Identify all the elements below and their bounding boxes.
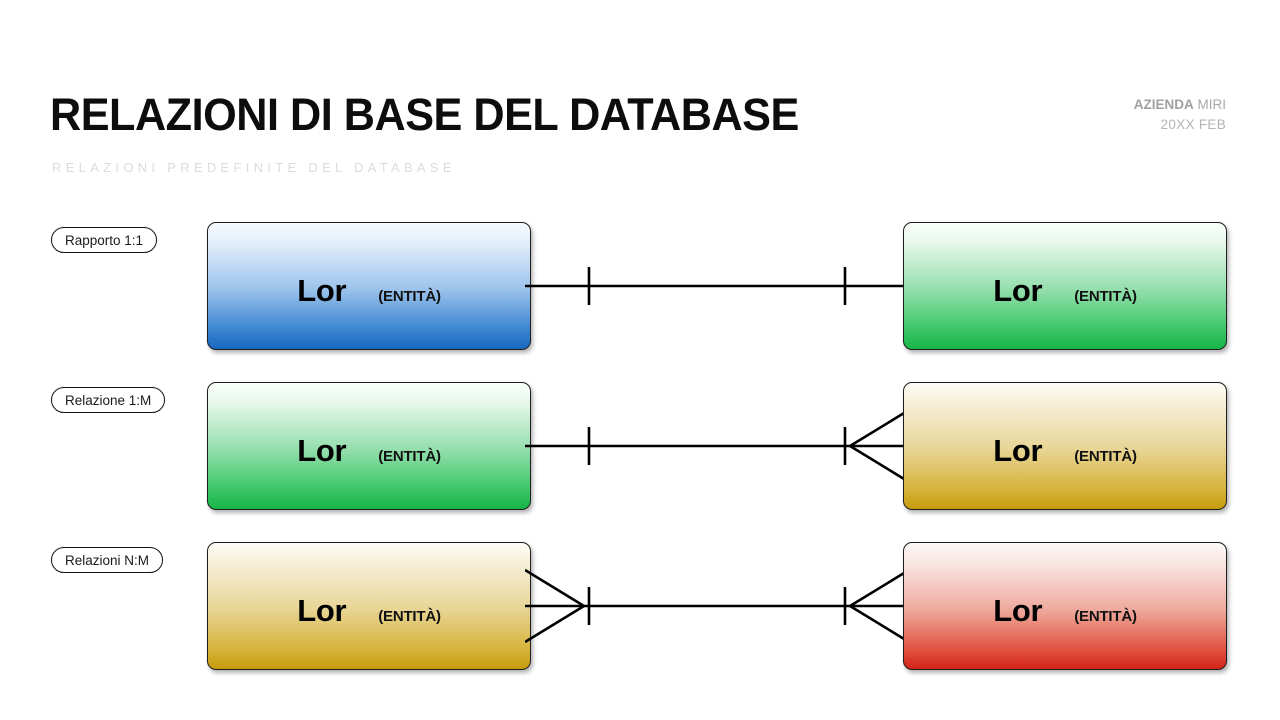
page-subtitle: RELAZIONI PREDEFINITE DEL DATABASE [52,160,456,175]
entity-name: Lor [993,593,1043,628]
entity-tag: (ENTITÀ) [1074,288,1137,305]
connector-n-m [525,568,909,644]
row-label-1-m[interactable]: Relazione 1:M [51,387,166,413]
entity-tag: (ENTITÀ) [1074,448,1137,465]
slide-meta: AZIENDA MIRI 20XX FEB [1134,95,1226,134]
meta-company-strong: AZIENDA [1133,97,1194,112]
entity-name: Lor [297,273,347,308]
entity-tag: (ENTITÀ) [378,608,441,625]
meta-company: AZIENDA MIRI [1134,95,1226,115]
entity-tag: (ENTITÀ) [378,288,441,305]
entity-content: Lor (ENTITÀ) [297,273,441,309]
connector-1-m [525,408,909,484]
relationship-row-1-1: Rapporto 1:1 Lor (ENTITÀ) Lor (ENTITÀ) [0,222,1280,352]
meta-company-rest: MIRI [1193,97,1227,112]
meta-date: 20XX FEB [1160,116,1226,132]
entity-box-right-3[interactable]: Lor (ENTITÀ) [903,542,1227,670]
entity-content: Lor (ENTITÀ) [297,433,441,469]
entity-name: Lor [993,273,1043,308]
entity-tag: (ENTITÀ) [378,448,441,465]
row-label-n-m[interactable]: Relazioni N:M [51,547,164,573]
entity-box-left-2[interactable]: Lor (ENTITÀ) [207,382,531,510]
entity-content: Lor (ENTITÀ) [993,433,1137,469]
relationship-row-1-m: Relazione 1:M Lor (ENTITÀ) Lor (ENTITÀ) [0,382,1280,512]
entity-box-left-1[interactable]: Lor (ENTITÀ) [207,222,531,350]
entity-content: Lor (ENTITÀ) [993,593,1137,629]
entity-name: Lor [993,433,1043,468]
entity-box-left-3[interactable]: Lor (ENTITÀ) [207,542,531,670]
relationship-row-n-m: Relazioni N:M Lor (ENTITÀ) Lor (EN [0,542,1280,672]
page-title: RELAZIONI DI BASE DEL DATABASE [50,89,799,140]
cardinality-many-right [849,408,909,484]
entity-box-right-2[interactable]: Lor (ENTITÀ) [903,382,1227,510]
connector-1-1 [525,267,909,305]
entity-tag: (ENTITÀ) [1074,608,1137,625]
entity-box-right-1[interactable]: Lor (ENTITÀ) [903,222,1227,350]
cardinality-many-right [849,568,909,644]
entity-content: Lor (ENTITÀ) [297,593,441,629]
entity-name: Lor [297,433,347,468]
entity-content: Lor (ENTITÀ) [993,273,1137,309]
entity-name: Lor [297,593,347,628]
cardinality-many-left [525,568,585,644]
row-label-1-1[interactable]: Rapporto 1:1 [51,227,158,253]
